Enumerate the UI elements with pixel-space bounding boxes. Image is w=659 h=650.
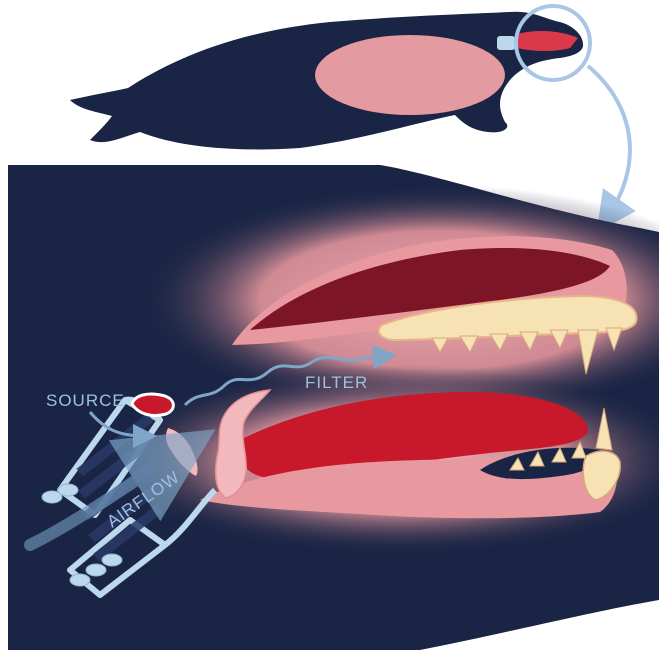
filter-label: FILTER — [305, 373, 368, 392]
sound-source-organ — [132, 394, 173, 415]
seal-torso-cavity — [315, 35, 505, 115]
seal-airway-mini — [497, 36, 515, 50]
head-close-up: SOURCE FILTER AIRFLOW — [8, 165, 659, 650]
source-label: SOURCE — [46, 391, 125, 410]
curved-arrow-icon — [588, 66, 630, 216]
seal-silhouette — [70, 6, 590, 149]
